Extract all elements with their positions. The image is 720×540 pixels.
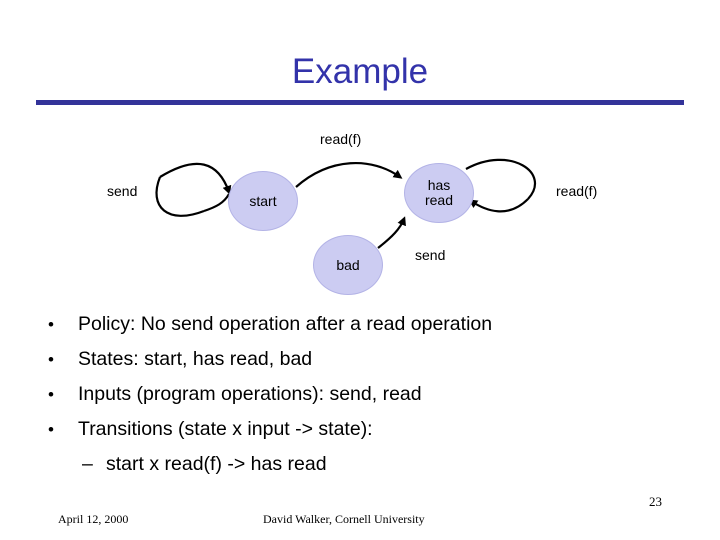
sub-list-item: – start x read(f) -> has read [40, 447, 680, 481]
bullet-marker-icon: • [48, 315, 54, 334]
bullet-marker-icon: • [48, 385, 54, 404]
bullet-marker-icon: • [48, 420, 54, 439]
edge-label-send-bottom: send [415, 247, 446, 263]
list-item: • Transitions (state x input -> state): [40, 412, 680, 447]
state-node-bad-label: bad [336, 256, 360, 273]
footer-author: David Walker, Cornell University [263, 512, 425, 526]
edge-label-read-f-top: read(f) [320, 131, 362, 147]
state-machine-diagram: start has read bad read(f) send read(f) … [0, 115, 720, 305]
state-node-has-read-label-line1: has [427, 177, 451, 193]
state-node-has-read-label-line2: read [424, 192, 454, 208]
footer-date: April 12, 2000 [58, 512, 129, 526]
edge-label-send-left: send [107, 183, 138, 199]
list-item-text: Policy: No send operation after a read o… [78, 313, 493, 335]
list-item: • Inputs (program operations): send, rea… [40, 377, 680, 412]
title-divider [36, 100, 684, 105]
page-number: 23 [649, 494, 662, 509]
state-node-bad: bad [313, 235, 383, 295]
list-item-text: Inputs (program operations): send, read [78, 383, 422, 405]
diagram-edges [155, 158, 536, 249]
dash-marker-icon: – [82, 453, 93, 475]
list-item: • Policy: No send operation after a read… [40, 307, 680, 342]
page-title: Example [291, 52, 429, 91]
state-node-has-read-label: has read [425, 178, 453, 208]
state-node-start: start [228, 171, 298, 231]
state-node-has-read: has read [404, 163, 474, 223]
sub-list-item-text: start x read(f) -> has read [106, 453, 327, 475]
list-item-text: Transitions (state x input -> state): [78, 418, 373, 440]
bullet-list: • Policy: No send operation after a read… [40, 307, 680, 481]
list-item: • States: start, has read, bad [40, 342, 680, 377]
list-item-text: States: start, has read, bad [78, 348, 313, 370]
state-node-start-label: start [249, 192, 277, 209]
bullet-marker-icon: • [48, 350, 54, 369]
edge-label-read-f-right: read(f) [556, 183, 598, 199]
